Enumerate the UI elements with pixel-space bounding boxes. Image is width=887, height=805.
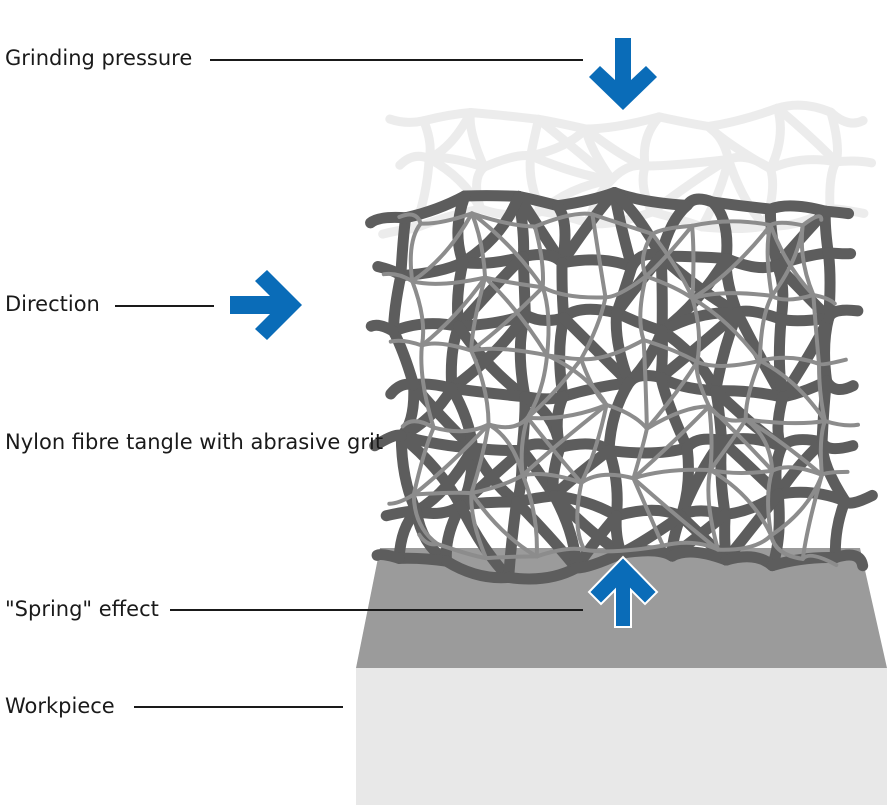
fibre-strand bbox=[386, 511, 416, 516]
fibre-strand bbox=[477, 167, 484, 209]
fibre-strand bbox=[543, 287, 606, 297]
grinding-pressure-label: Grinding pressure bbox=[5, 48, 192, 69]
fibre-strand bbox=[484, 155, 531, 167]
fibre-strand bbox=[827, 381, 854, 389]
fibre-strand bbox=[770, 160, 836, 169]
fibre-strand bbox=[709, 406, 711, 470]
fibre-strand bbox=[822, 442, 853, 449]
fibre-strand bbox=[659, 117, 708, 127]
fibre-strand bbox=[414, 493, 472, 495]
fibre-strand bbox=[564, 309, 617, 318]
fibre-strand bbox=[562, 260, 632, 267]
fibre-strand bbox=[562, 263, 564, 318]
fibre-strand bbox=[390, 119, 424, 122]
fibre-strand bbox=[760, 296, 772, 361]
fibre-strand bbox=[770, 108, 780, 169]
direction-leader-line bbox=[115, 305, 214, 307]
fibre-strand bbox=[845, 495, 872, 503]
fibre-strand bbox=[422, 344, 471, 351]
fibre-strand bbox=[609, 448, 687, 453]
workpiece-label: Workpiece bbox=[5, 696, 115, 717]
fibre-strand bbox=[825, 211, 848, 213]
fibre-strand bbox=[471, 113, 539, 120]
fibre-strand bbox=[401, 218, 406, 276]
fibre-mesh bbox=[371, 193, 873, 579]
direction-label: Direction bbox=[5, 294, 100, 315]
fibre-strand bbox=[434, 424, 489, 431]
fibre-strand bbox=[465, 196, 519, 197]
fibre-strand bbox=[702, 226, 765, 229]
fibre-strand bbox=[746, 420, 825, 424]
right-arrow-icon bbox=[230, 270, 302, 340]
fibre-strand bbox=[829, 310, 858, 318]
fibre-tangle-label: Nylon fibre tangle with abrasive grit bbox=[5, 432, 383, 453]
fibre-strand bbox=[377, 555, 399, 559]
fibre-strand bbox=[771, 206, 826, 211]
fibre-strand bbox=[692, 226, 693, 299]
fibre-strand bbox=[461, 502, 517, 506]
fibre-strand bbox=[371, 325, 393, 331]
fibre-strand bbox=[830, 162, 836, 209]
fibre-strand bbox=[831, 112, 863, 123]
fibre-strand bbox=[581, 475, 633, 483]
workpiece-leader-line bbox=[134, 706, 343, 708]
fibre-strand bbox=[836, 161, 872, 163]
fibre-strand bbox=[609, 383, 629, 451]
spring-effect-leader-line bbox=[170, 609, 583, 611]
fibre-strand bbox=[393, 324, 458, 332]
spring-effect-label: "Spring" effect bbox=[5, 599, 159, 620]
fibre-strand bbox=[828, 253, 830, 318]
fibre-strand bbox=[661, 256, 662, 331]
grinding-pressure-leader-line bbox=[210, 59, 583, 61]
fibre-strand bbox=[708, 108, 777, 126]
fibre-strand bbox=[609, 450, 617, 516]
fibre-strand bbox=[828, 253, 850, 254]
fibre-strand bbox=[781, 318, 829, 321]
fibre-strand bbox=[399, 558, 446, 561]
fibre-strand bbox=[697, 361, 760, 366]
workpiece-front-face bbox=[356, 668, 887, 805]
fibre-strand bbox=[393, 276, 400, 332]
fibre-strand bbox=[486, 556, 537, 558]
fibre-strand bbox=[710, 470, 772, 473]
fibre-strand bbox=[825, 421, 858, 425]
fibre-strand bbox=[728, 159, 765, 225]
fibre-strand bbox=[412, 281, 423, 345]
down-arrow-icon bbox=[589, 38, 657, 110]
